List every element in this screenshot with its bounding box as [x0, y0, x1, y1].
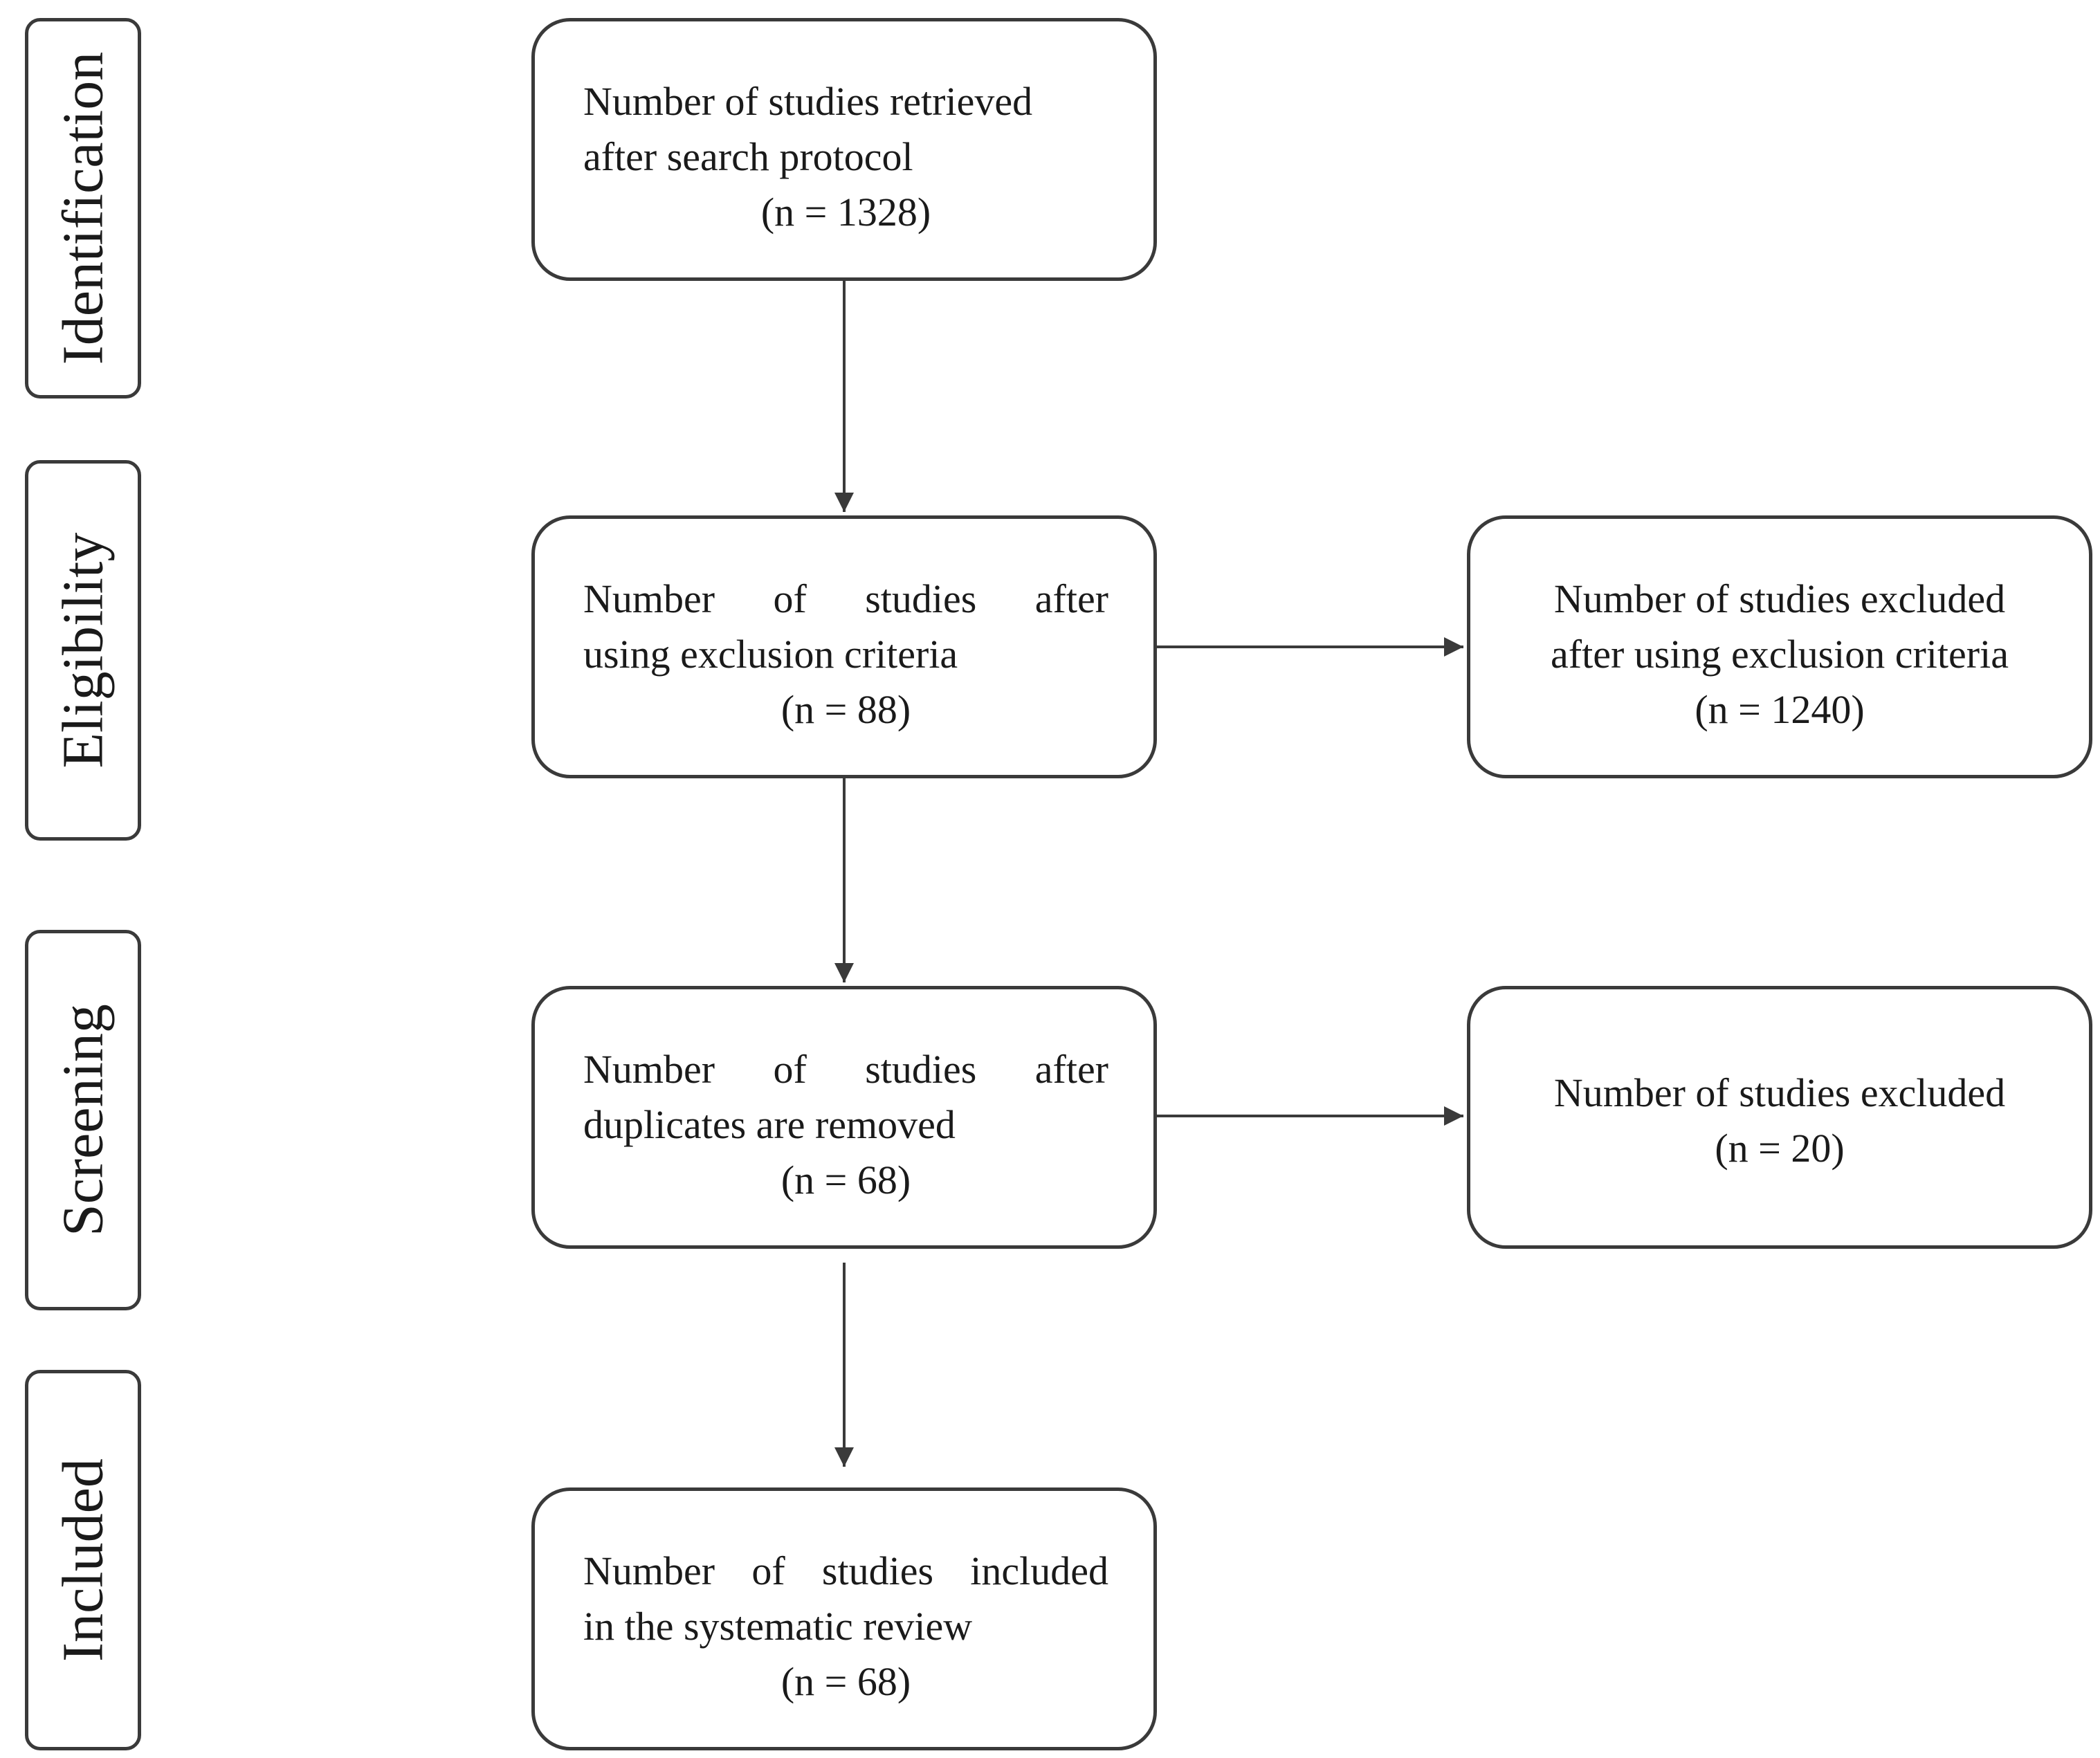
- stage-screening: Screening: [25, 930, 141, 1310]
- box-excluded-duplicates: Number of studies excluded (n = 20): [1467, 986, 2092, 1249]
- box-after-duplicates: Number of studies after duplicates are r…: [531, 986, 1157, 1249]
- box-text-line: after search protocol: [583, 134, 913, 179]
- box-count: (n = 88): [780, 687, 911, 732]
- box-text-line: using exclusion criteria: [583, 632, 958, 677]
- box-text-line: Number of studies excluded: [1553, 576, 2006, 621]
- box-count: (n = 1240): [1695, 687, 1865, 732]
- stage-included: Included: [25, 1370, 141, 1750]
- box-count: (n = 1328): [760, 190, 931, 235]
- box-text-line: Number of studies included: [583, 1548, 1108, 1593]
- box-excluded-criteria: Number of studies excluded after using e…: [1467, 515, 2092, 778]
- box-text-line: Number of studies after: [583, 1047, 1108, 1092]
- stage-identification: Identification: [25, 18, 141, 399]
- box-text-line: Number of studies after: [583, 576, 1108, 621]
- box-text-line: duplicates are removed: [583, 1102, 956, 1147]
- stage-eligibility: Eligibility: [25, 460, 141, 841]
- box-count: (n = 68): [780, 1659, 911, 1704]
- box-count: (n = 20): [1715, 1126, 1845, 1171]
- box-text-line: Number of studies retrieved: [583, 79, 1033, 124]
- box-text-line: after using exclusion criteria: [1551, 632, 2009, 677]
- box-text-line: in the systematic review: [583, 1604, 973, 1649]
- box-included: Number of studies included in the system…: [531, 1487, 1157, 1750]
- box-text-line: Number of studies excluded: [1553, 1070, 2006, 1115]
- box-records-retrieved: Number of studies retrieved after search…: [531, 18, 1157, 281]
- box-after-exclusion: Number of studies after using exclusion …: [531, 515, 1157, 778]
- box-count: (n = 68): [780, 1157, 911, 1202]
